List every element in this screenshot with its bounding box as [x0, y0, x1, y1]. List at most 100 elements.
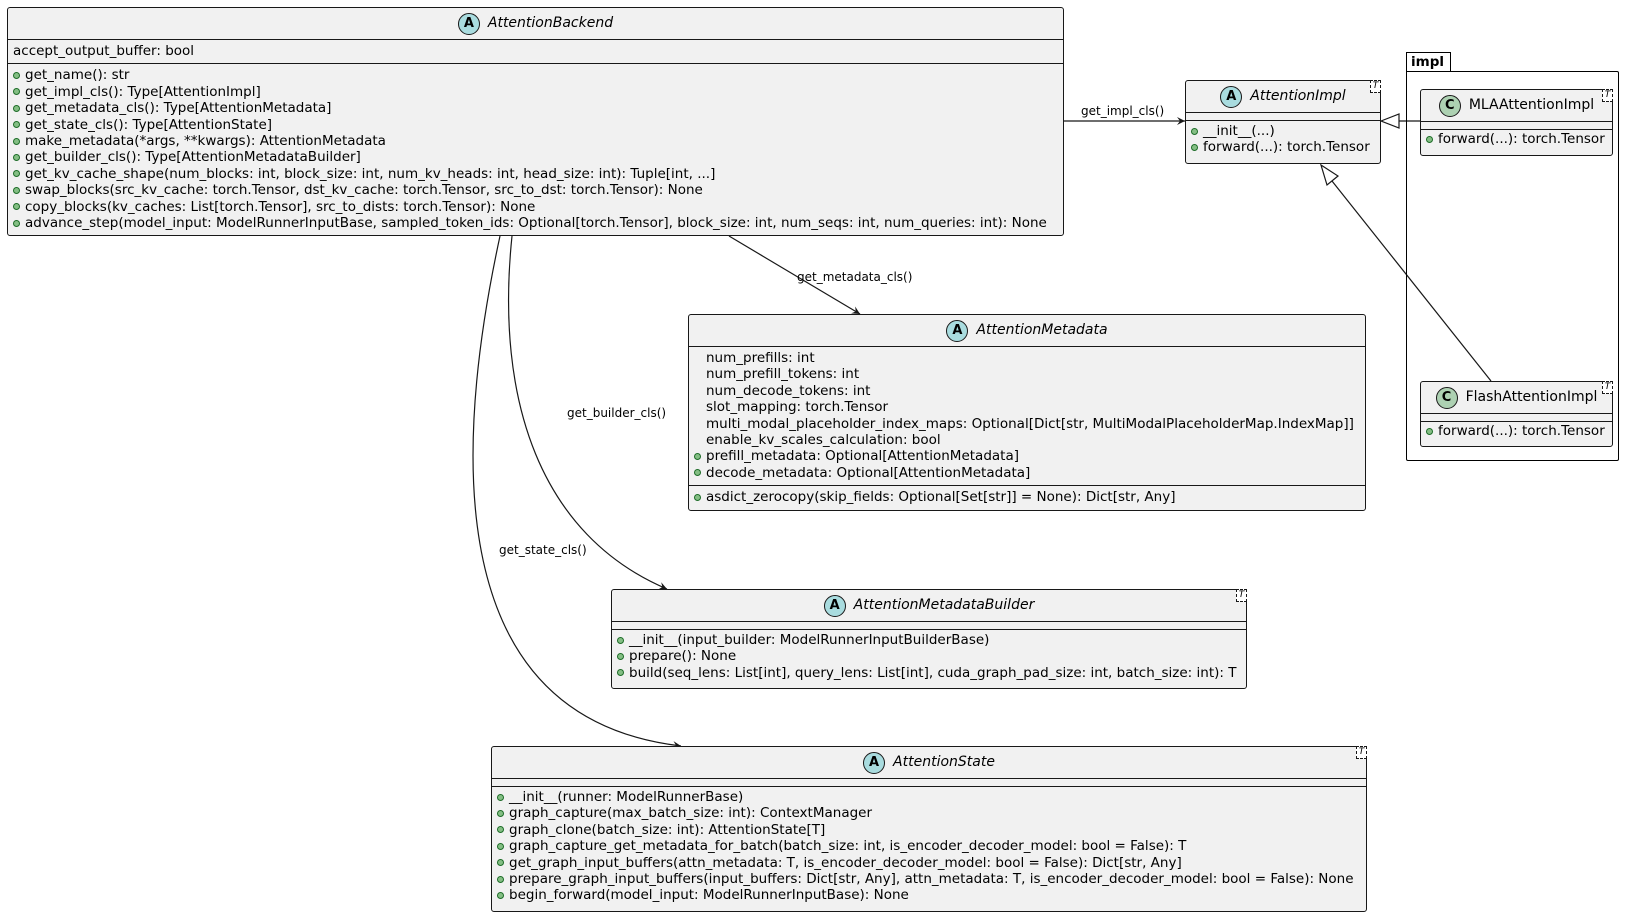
- methods-section: asdict_zerocopy(skip_fields: Optional[Se…: [689, 486, 1365, 509]
- method: graph_clone(batch_size: int): AttentionS…: [497, 822, 1362, 838]
- fields-section: [612, 622, 1246, 630]
- method: get_state_cls(): Type[AttentionState]: [13, 117, 1059, 133]
- public-icon: [497, 810, 504, 818]
- class-header: A AttentionState: [492, 747, 1366, 779]
- public-icon: [497, 793, 504, 801]
- class-name: AttentionMetadata: [976, 322, 1108, 339]
- class-icon: C: [1435, 386, 1458, 409]
- field: num_prefills: int: [706, 350, 815, 366]
- class-header: A AttentionMetadata: [689, 315, 1365, 347]
- method: copy_blocks(kv_caches: List[torch.Tensor…: [13, 199, 1059, 215]
- fields-section: [492, 779, 1366, 787]
- public-icon: [13, 219, 20, 227]
- class-header: A AttentionImpl: [1186, 81, 1380, 113]
- class-header: A AttentionMetadataBuilder: [612, 590, 1246, 622]
- field: slot_mapping: torch.Tensor: [706, 399, 889, 416]
- edge-inherit-flash: [1331, 180, 1492, 382]
- class-icon: C: [1438, 94, 1461, 117]
- abstract-class-icon: A: [946, 319, 969, 342]
- edge-label-get-builder-cls: get_builder_cls(): [567, 406, 666, 420]
- method: get_builder_cls(): Type[AttentionMetadat…: [13, 149, 1059, 165]
- public-icon: [13, 170, 20, 178]
- public-icon: [497, 875, 504, 883]
- edge-label-get-state-cls: get_state_cls(): [499, 543, 587, 557]
- public-icon: [497, 826, 504, 834]
- abstract-class-icon: A: [457, 12, 480, 35]
- class-name: AttentionMetadataBuilder: [853, 597, 1035, 614]
- class-header: C FlashAttentionImpl: [1421, 382, 1612, 414]
- class-attention-impl[interactable]: T A AttentionImpl __init__(...) forward(…: [1185, 80, 1381, 164]
- edge-label-get-metadata-cls: get_metadata_cls(): [797, 270, 912, 284]
- class-name: AttentionBackend: [487, 15, 614, 32]
- field: decode_metadata: Optional[AttentionMetad…: [694, 465, 1361, 481]
- abstract-class-icon: A: [823, 594, 846, 617]
- public-icon: [694, 453, 701, 461]
- type-parameter: T: [1602, 89, 1613, 102]
- field: multi_modal_placeholder_index_maps: Opti…: [706, 415, 1354, 432]
- fields-section: [1421, 122, 1612, 130]
- abstract-class-icon: A: [863, 751, 886, 774]
- method: graph_capture(max_batch_size: int): Cont…: [497, 805, 1362, 821]
- methods-section: __init__(runner: ModelRunnerBase) graph_…: [492, 787, 1366, 908]
- public-icon: [13, 104, 20, 112]
- type-parameter: T: [1356, 746, 1367, 759]
- class-attention-metadata[interactable]: A AttentionMetadata num_prefills: int nu…: [688, 314, 1366, 511]
- public-icon: [1191, 127, 1198, 135]
- method: get_metadata_cls(): Type[AttentionMetada…: [13, 100, 1059, 116]
- public-icon: [1426, 135, 1433, 143]
- field: num_decode_tokens: int: [706, 382, 871, 399]
- method: get_impl_cls(): Type[AttentionImpl]: [13, 84, 1059, 100]
- public-icon: [13, 186, 20, 194]
- class-mla-attention-impl[interactable]: T C MLAAttentionImpl forward(...): torch…: [1420, 89, 1613, 156]
- methods-section: forward(...): torch.Tensor: [1421, 422, 1612, 443]
- class-header: A AttentionBackend: [8, 8, 1063, 40]
- method: __init__(...): [1191, 123, 1376, 139]
- inherit-triangle-flash: [1319, 163, 1340, 187]
- public-icon: [617, 653, 624, 661]
- public-icon: [13, 203, 20, 211]
- public-icon: [694, 493, 701, 501]
- public-icon: [13, 72, 20, 80]
- public-icon: [497, 859, 504, 867]
- methods-section: get_name(): str get_impl_cls(): Type[Att…: [8, 64, 1063, 235]
- method: forward(...): torch.Tensor: [1426, 131, 1608, 147]
- method: graph_capture_get_metadata_for_batch(bat…: [497, 838, 1362, 854]
- public-icon: [497, 892, 504, 900]
- methods-section: forward(...): torch.Tensor: [1421, 130, 1612, 151]
- fields-section: [1421, 414, 1612, 422]
- class-name: AttentionImpl: [1250, 88, 1346, 105]
- method: begin_forward(model_input: ModelRunnerIn…: [497, 887, 1362, 903]
- fields-section: num_prefills: int num_prefill_tokens: in…: [689, 347, 1365, 487]
- method: prepare(): None: [617, 648, 1242, 664]
- inherit-triangle-mla: [1379, 113, 1400, 129]
- class-attention-backend[interactable]: A AttentionBackend accept_output_buffer:…: [7, 7, 1064, 236]
- edge-get-metadata-cls: [728, 235, 861, 315]
- field: num_prefill_tokens: int: [706, 366, 860, 383]
- method: get_name(): str: [13, 67, 1059, 83]
- class-flash-attention-impl[interactable]: T C FlashAttentionImpl forward(...): tor…: [1420, 381, 1613, 447]
- edge-get-builder-cls: [507, 235, 668, 590]
- method: __init__(runner: ModelRunnerBase): [497, 789, 1362, 805]
- class-header: C MLAAttentionImpl: [1421, 90, 1612, 122]
- method: swap_blocks(src_kv_cache: torch.Tensor, …: [13, 182, 1059, 198]
- public-icon: [617, 636, 624, 644]
- package-impl: [1406, 71, 1619, 461]
- class-attention-metadata-builder[interactable]: T A AttentionMetadataBuilder __init__(in…: [611, 589, 1247, 689]
- public-icon: [694, 469, 701, 477]
- method: advance_step(model_input: ModelRunnerInp…: [13, 215, 1059, 231]
- type-parameter: T: [1602, 381, 1613, 394]
- type-parameter: T: [1236, 589, 1247, 602]
- edge-label-get-impl-cls: get_impl_cls(): [1081, 104, 1164, 118]
- method: forward(...): torch.Tensor: [1426, 423, 1608, 439]
- class-attention-state[interactable]: T A AttentionState __init__(runner: Mode…: [491, 746, 1367, 912]
- public-icon: [13, 154, 20, 162]
- method: forward(...): torch.Tensor: [1191, 139, 1376, 155]
- public-icon: [617, 669, 624, 677]
- edge-get-state-cls: [472, 235, 682, 750]
- field: enable_kv_scales_calculation: bool: [706, 431, 941, 448]
- fields-section: accept_output_buffer: bool: [8, 40, 1063, 65]
- field: prefill_metadata: Optional[AttentionMeta…: [694, 448, 1361, 464]
- field: accept_output_buffer: bool: [13, 43, 195, 59]
- class-name: MLAAttentionImpl: [1468, 97, 1595, 114]
